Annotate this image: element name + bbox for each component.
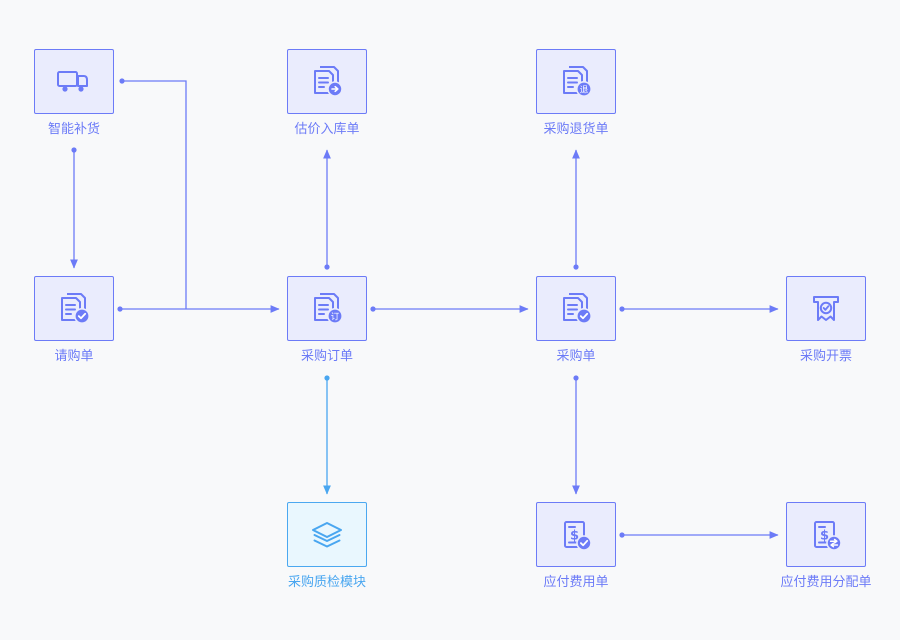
money-doc-exchange-icon: $ [814, 520, 842, 551]
document-order-icon: 订 [314, 292, 343, 324]
truck-icon [57, 70, 88, 92]
conn-bill-to-invoice [619, 305, 779, 313]
conn-replenish-to-requisition [70, 147, 78, 269]
node-estimate-inbound-label: 估价入库单 [294, 121, 360, 136]
node-payable-expense-label: 应付费用单 [543, 574, 609, 589]
conn-replenish-to-orderline [119, 78, 187, 309]
node-quality-module-box[interactable] [287, 502, 367, 567]
node-purchase-bill-box[interactable] [536, 276, 616, 341]
document-return-icon: 退 [563, 65, 592, 97]
node-purchase-bill-label: 采购单 [556, 348, 596, 363]
node-purchase-invoice-box[interactable] [786, 276, 866, 341]
document-arrow-icon [314, 65, 343, 97]
conn-order-to-bill [370, 305, 529, 313]
conn-order-to-quality [323, 375, 331, 495]
node-requisition-label: 请购单 [54, 348, 94, 363]
node-purchase-return-box[interactable]: 退 [536, 49, 616, 114]
document-check-icon [563, 292, 592, 324]
node-purchase-order-label: 采购订单 [300, 348, 353, 363]
return-badge-text: 退 [580, 84, 589, 95]
node-payable-alloc-label: 应付费用分配单 [780, 574, 872, 589]
node-smart-replenish-box[interactable] [34, 49, 114, 114]
node-payable-expense-box[interactable]: $ [536, 502, 616, 567]
order-badge-text: 订 [331, 311, 340, 322]
node-smart-replenish-label: 智能补货 [47, 121, 100, 136]
node-requisition-box[interactable] [34, 276, 114, 341]
conn-payable-to-alloc [619, 531, 779, 539]
conn-order-to-estimate [323, 149, 331, 270]
node-estimate-inbound-box[interactable] [287, 49, 367, 114]
node-purchase-return-label: 采购退货单 [543, 121, 609, 136]
document-check-icon [61, 292, 90, 324]
svg-text:$: $ [820, 528, 829, 543]
node-purchase-order-box[interactable]: 订 [287, 276, 367, 341]
svg-text:$: $ [570, 528, 579, 543]
conn-bill-to-return [572, 149, 580, 270]
node-quality-module-label: 采购质检模块 [287, 574, 366, 589]
layers-icon [312, 521, 342, 547]
conn-bill-to-payable [572, 375, 580, 495]
node-purchase-invoice-label: 采购开票 [799, 348, 852, 363]
conn-requisition-to-order [117, 305, 280, 313]
node-payable-alloc-box[interactable]: $ [786, 502, 866, 567]
receipt-check-icon [813, 295, 839, 321]
money-doc-check-icon: $ [564, 520, 592, 551]
